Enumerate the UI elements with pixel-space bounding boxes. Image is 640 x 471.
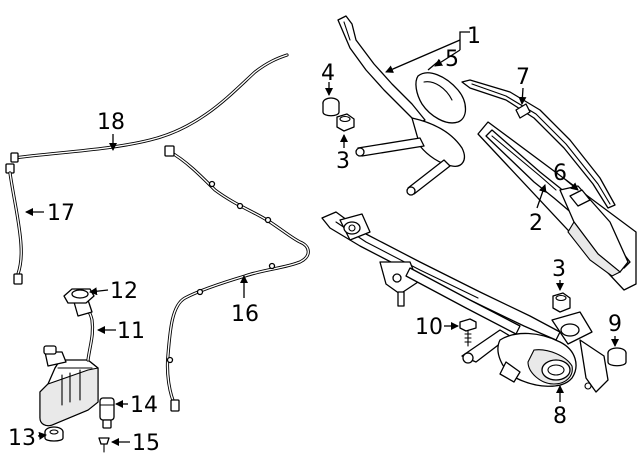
- nut-3-lower: [552, 292, 571, 313]
- callout-11: 11: [117, 319, 145, 344]
- callout-1: 1: [467, 24, 481, 49]
- callout-14: 14: [130, 393, 158, 418]
- callout-8: 8: [553, 404, 567, 429]
- nut-3-upper: [336, 113, 355, 132]
- callout-13: 13: [8, 426, 36, 451]
- callout-5: 5: [445, 47, 459, 72]
- wiper-blade-7: [461, 79, 616, 209]
- nut-cap-9: [607, 347, 627, 367]
- callout-15: 15: [132, 431, 160, 456]
- pump-screw-15: [98, 437, 110, 453]
- leader-lines: [25, 31, 619, 446]
- washer-reservoir: [39, 298, 99, 427]
- callout-3-upper: 3: [336, 149, 350, 174]
- callout-16: 16: [231, 302, 259, 327]
- grommet-13: [44, 426, 64, 442]
- callout-6: 6: [553, 161, 567, 186]
- bolt-10: [459, 318, 477, 347]
- filler-cap-12: [63, 288, 95, 304]
- callout-2: 2: [529, 211, 543, 236]
- callout-3-lower: 3: [552, 257, 566, 282]
- washer-hose-17: [5, 163, 23, 285]
- wiring-harness-16: [164, 145, 310, 412]
- callout-18: 18: [97, 110, 125, 135]
- wiper-blade-box-2: [477, 121, 637, 291]
- callout-7: 7: [516, 65, 530, 90]
- callout-10: 10: [415, 315, 443, 340]
- callout-4: 4: [321, 61, 335, 86]
- washer-pump-14: [99, 397, 115, 429]
- callout-9: 9: [608, 312, 622, 337]
- washer-hose-18: [10, 53, 289, 163]
- wiper-arm-1: [337, 15, 466, 196]
- callout-12: 12: [110, 279, 138, 304]
- wiper-linkage: [321, 211, 609, 393]
- nut-cap-4: [322, 97, 340, 117]
- pivot-cover-5: [415, 72, 467, 124]
- callout-17: 17: [47, 201, 75, 226]
- spray-nozzle-6: [569, 189, 591, 207]
